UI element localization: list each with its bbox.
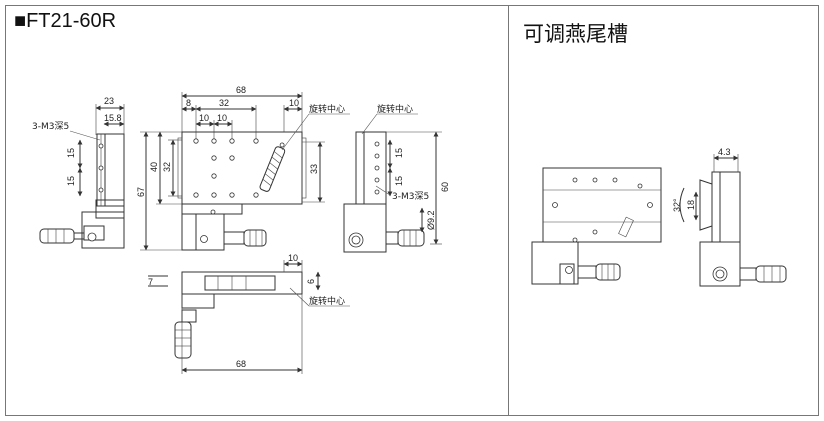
front-view: 68 8 32 10 10 10 67 40 32 [136, 85, 350, 251]
rotation-center-label-top: 旋转中心 [309, 103, 345, 115]
thread-label-right: 3-M3深5 [392, 191, 429, 202]
dovetail-side-plate [719, 171, 741, 243]
side-plate-right [355, 131, 365, 205]
dim-bottom-6: 6 [306, 279, 316, 284]
dim-height-60: 60 [440, 182, 450, 192]
dim-angle: 32° [672, 198, 682, 212]
rotation-center-label-bottom: 旋转中心 [309, 295, 345, 307]
dovetail-title: 可调燕尾槽 [523, 22, 628, 46]
dim-height-32: 32 [162, 162, 172, 172]
dim-height-67: 67 [136, 187, 146, 197]
micrometer-head-left [39, 228, 75, 244]
spring [259, 142, 286, 192]
side-plate-body [104, 133, 125, 207]
left-panel: ■FT21-60R [5, 5, 509, 416]
dim-hole-pitch: 32 [219, 98, 229, 108]
dim-pitch-b: 10 [217, 113, 227, 123]
dim-diameter: Ø9.2 [426, 210, 436, 230]
dim-side-15a: 15 [66, 148, 76, 158]
dim-side-15b: 15 [66, 176, 76, 186]
right-side-view: 旋转中心 15 15 60 3-M3深5 Ø9.2 [343, 103, 450, 253]
dim-pitch-a: 10 [199, 113, 209, 123]
bottom-view: 7 10 6 旋转中心 68 [148, 253, 350, 374]
right-panel: 可调燕尾槽 [508, 5, 819, 416]
dim-4-3: 4.3 [718, 147, 731, 157]
stage-bottom-plate [181, 271, 303, 295]
dim-height-40: 40 [149, 162, 159, 172]
dim-right-15a: 15 [394, 148, 404, 158]
dim-width-total: 68 [236, 85, 246, 95]
micrometer-head-bottom [174, 321, 192, 359]
dim-18: 18 [686, 200, 696, 210]
micrometer-head-right [397, 229, 425, 247]
model-title: ■FT21-60R [14, 10, 117, 32]
rotation-center-label-right: 旋转中心 [377, 103, 413, 115]
dovetail-plate [542, 167, 662, 243]
dovetail-front-view [531, 167, 662, 285]
micrometer-head-front [243, 229, 267, 247]
left-side-view: 23 15.8 3-M3深5 15 15 [32, 96, 125, 249]
thread-label-left: 3-M3深5 [32, 121, 69, 132]
dovetail-side-view: 4.3 18 32° [672, 147, 787, 287]
dovetail-micrometer-side [755, 265, 787, 283]
stage-top-plate [181, 131, 303, 205]
dim-side-width: 23 [104, 96, 114, 106]
dim-height-33: 33 [309, 164, 319, 174]
dim-right-15b: 15 [394, 176, 404, 186]
dim-offset-left: 8 [186, 98, 191, 108]
dim-bottom-10: 10 [288, 253, 298, 263]
dim-bottom-68: 68 [236, 359, 246, 369]
dim-offset-right: 10 [289, 98, 299, 108]
dim-side-inner: 15.8 [104, 113, 122, 123]
dim-bottom-7: 7 [148, 277, 153, 287]
